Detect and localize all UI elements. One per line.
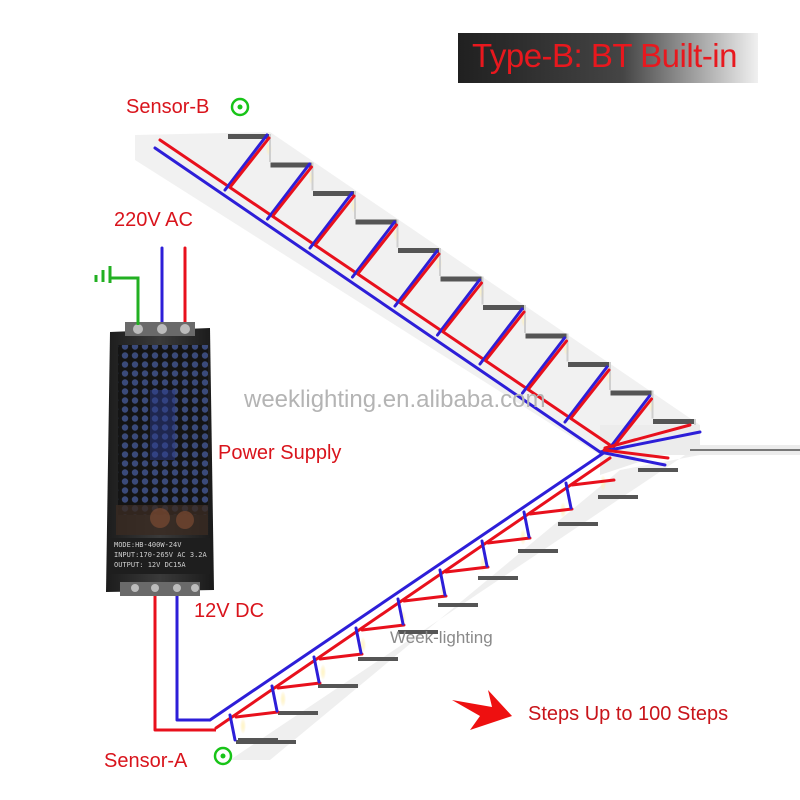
step-branch-red [360,623,406,632]
watermark-main: weeklighting.en.alibaba.com [244,386,546,413]
psu-output-text: OUTPUT: 12V DC15A [114,561,186,569]
step-branch-blue [606,394,651,453]
stair-tread [440,276,483,282]
step-branch-blue [308,191,354,250]
dc-wire-blue [175,592,210,722]
stair-tread [318,684,358,688]
step-branch-red [276,681,322,690]
step-light [280,691,286,707]
stair-tread [598,495,638,499]
stair-tread [313,191,355,196]
stair-tread [525,333,568,339]
step-branch-red [318,652,364,661]
step-light [240,718,246,734]
step-branch-red [570,478,616,487]
step-branch-blue [354,626,363,655]
step-branch-red [569,368,611,420]
landing-fan-blue [598,430,702,454]
psu-input-text: INPUT:170-265V AC 3.2A [114,551,207,559]
sensor-b-icon [230,97,250,117]
stair-tread [438,603,478,607]
step-branch-red [314,194,356,246]
sensor-a-icon [213,746,233,766]
stair-tread [610,390,653,396]
step-branch-red [357,223,398,275]
wiring [153,133,702,742]
step-branch-blue [312,655,321,684]
step-light [520,529,526,545]
step-branch-red [234,710,280,719]
page-title: Type-B: BT Built-in [472,37,738,74]
step-branch-blue [521,336,566,395]
stair-tread [483,305,525,310]
dc-output-label: 12V DC [194,600,265,622]
step-branch-blue [351,220,396,279]
direction-arrow-icon [452,690,512,730]
stair-tread [478,576,518,580]
step-light [320,664,326,680]
title-banner [458,33,758,83]
upper-bus-blue [153,146,602,454]
step-branch-blue [228,713,237,742]
step-branch-red [272,165,313,217]
step-branch-blue [393,249,439,308]
step-branch-red [528,507,574,516]
stair-tread [653,419,695,424]
stair-tread [558,522,598,526]
step-light [600,475,606,491]
lower-bus-red [214,456,612,730]
stair-tread [278,711,318,715]
upper-bus-red [158,138,612,447]
stair-tread [236,740,296,744]
step-branch-red [444,565,490,574]
psu-model-text: MODE:HB-400W-24V [114,541,182,549]
step-branch-red [402,594,448,603]
step-light [360,637,366,653]
landing-fan-red [603,423,692,450]
step-branch-blue [223,133,269,192]
step-branch-red [229,136,271,188]
stair-tread [638,468,678,472]
stair-tread [568,362,610,367]
stair-tread [355,219,398,225]
power-supply-label: Power Supply [218,442,342,464]
step-branch-blue [438,568,447,597]
ac-input-label: 220V AC [114,209,193,231]
steps-label: Steps Up to 100 Steps [528,703,729,725]
step-branch-red [484,310,526,362]
dc-wire-red [153,592,216,732]
step-branch-red [442,281,483,333]
stair-tread [518,549,558,553]
ground-icon [94,266,140,325]
stair-tread [358,657,398,661]
power-supply-unit [106,322,214,596]
step-branch-blue [564,481,573,510]
step-branch-blue [270,684,279,713]
lower-bus-blue [208,450,607,722]
stair-tread [270,162,313,168]
landing-fan-blue [598,450,667,467]
sensor-b-label: Sensor-B [126,96,210,118]
step-light [480,556,486,572]
stair-tread [398,630,438,634]
step-branch-blue [266,162,311,221]
step-branch-blue [563,365,609,424]
step-branch-blue [396,597,405,626]
step-branch-red [399,252,441,304]
stair-tread [398,248,440,253]
step-branch-blue [436,278,481,337]
watermark-secondary: Week-lighting [390,628,493,647]
step-branch-red [486,536,532,545]
sensor-a-label: Sensor-A [104,750,188,772]
landing-fan-red [602,448,670,460]
step-branch-blue [522,510,531,539]
stair-tread [228,134,270,139]
step-branch-red [612,397,653,449]
step-branch-red [527,339,568,391]
step-branch-blue [480,539,489,568]
step-branch-blue [478,307,524,366]
